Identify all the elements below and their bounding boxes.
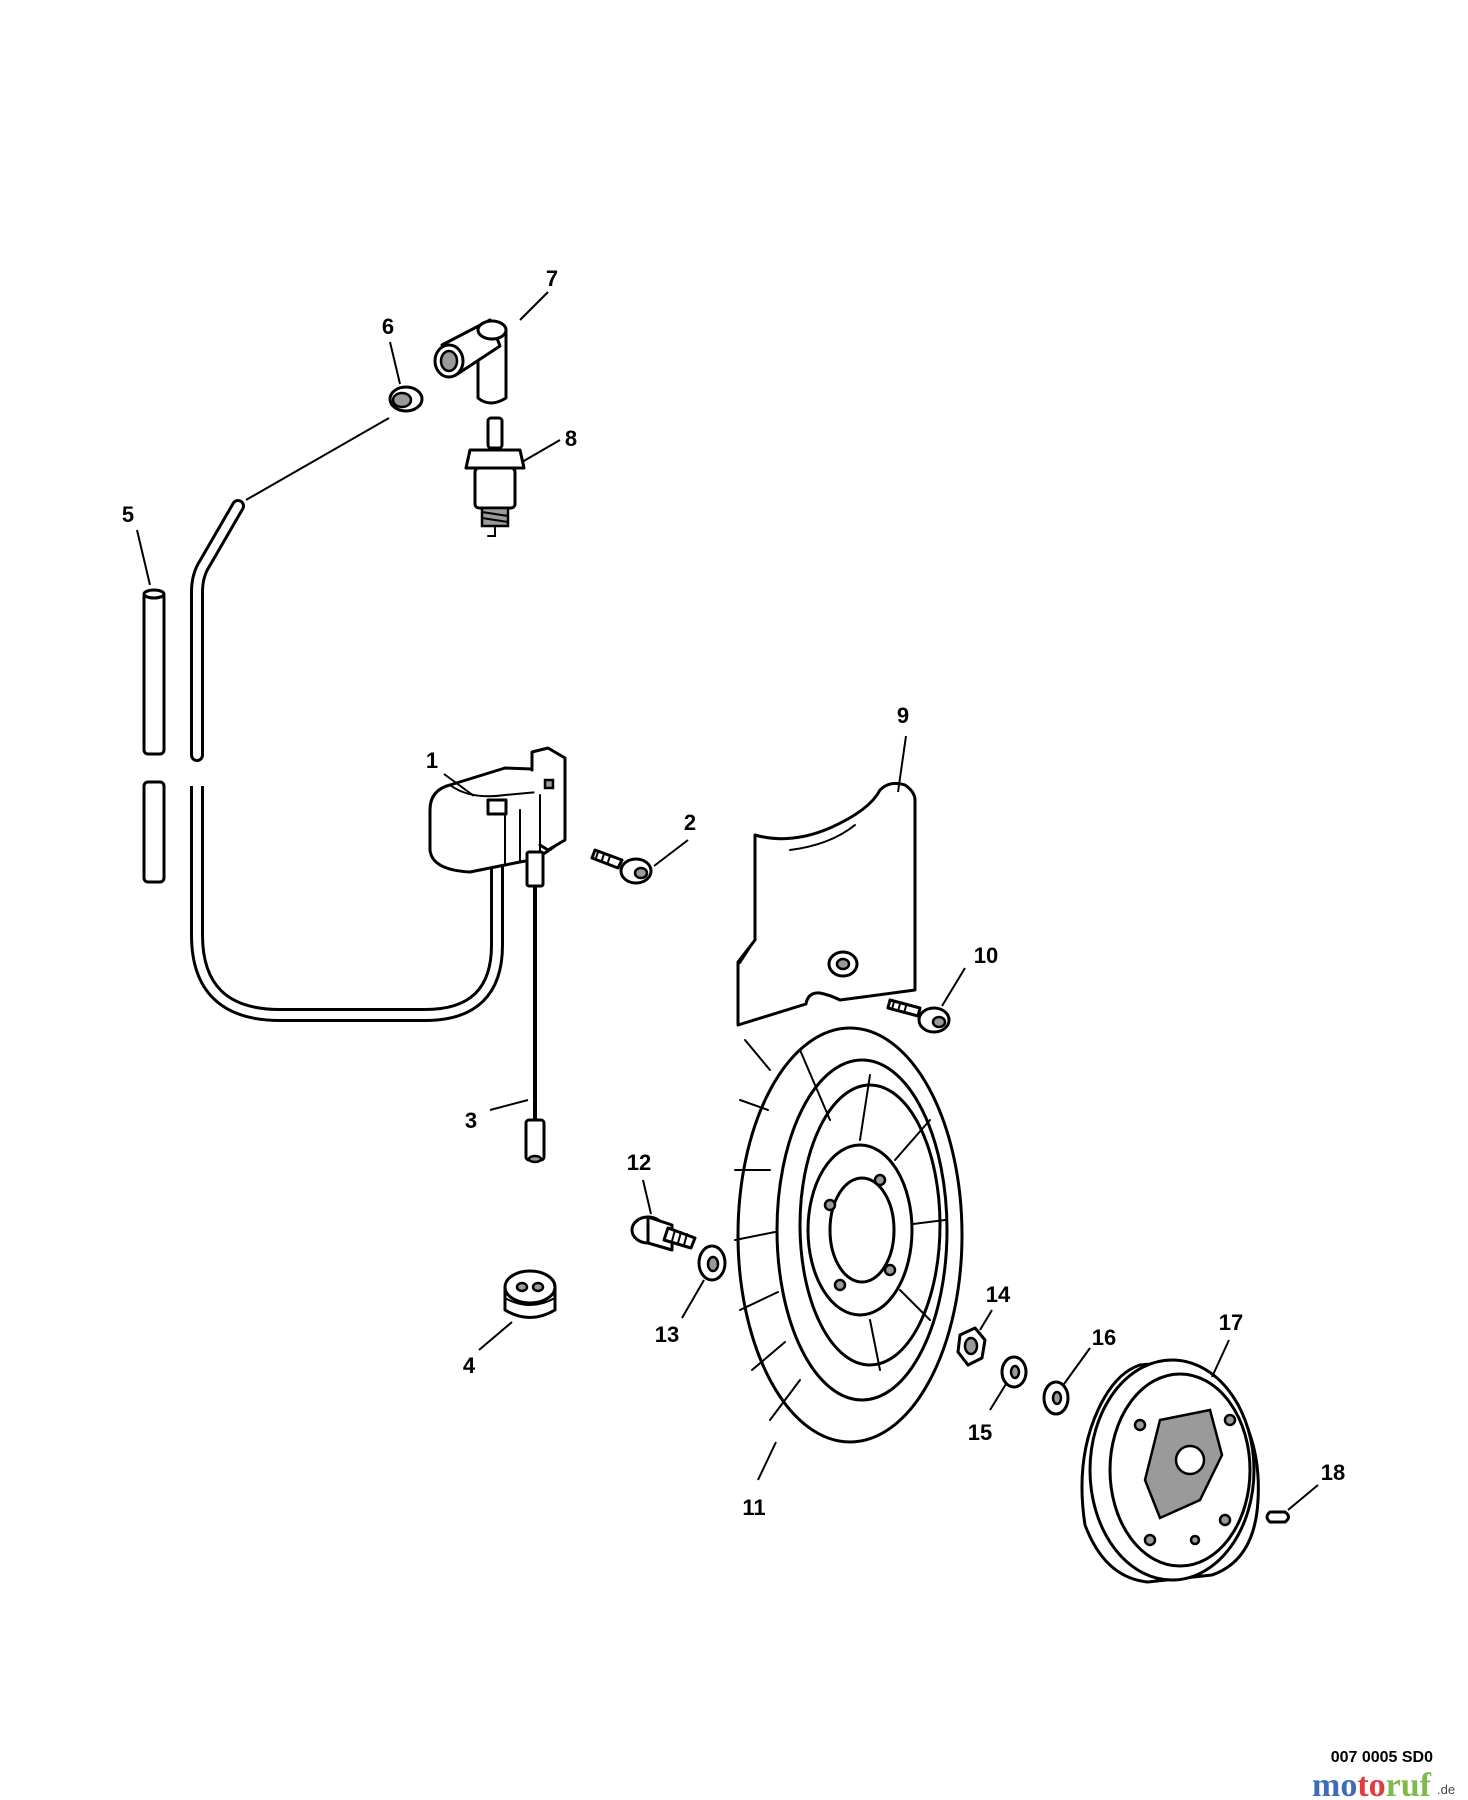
grommet-part-4: [503, 1269, 557, 1319]
callout-1: 1: [426, 748, 438, 773]
callout-6: 6: [382, 314, 394, 339]
callout-12: 12: [627, 1150, 651, 1175]
callout-3: 3: [465, 1108, 477, 1133]
callout-7: 7: [546, 266, 558, 291]
spark-plug-part-8: [464, 416, 526, 537]
callout-labels: 1 2 3 4 5 6 7 8 9 10 11 12 13 14 15 16 1…: [122, 266, 1345, 1520]
callout-16: 16: [1092, 1325, 1116, 1350]
watermark-logo: motoruf .de: [1312, 1767, 1455, 1800]
spark-plug-cap-part-7: [433, 318, 508, 405]
callout-2: 2: [684, 810, 696, 835]
bolt-part-12: [630, 1215, 697, 1252]
fan-pulley-part-11: [734, 1026, 964, 1444]
screw-part-10: [886, 998, 951, 1034]
ignition-coil-part-1: [428, 746, 567, 874]
callout-5: 5: [122, 502, 134, 527]
cover-plate-part-9: [736, 781, 917, 1027]
document-number: 007 0005 SD0: [1331, 1749, 1433, 1766]
washer-part-15: [1000, 1355, 1028, 1389]
callout-18: 18: [1321, 1460, 1345, 1485]
ground-lead-part-3: [524, 850, 546, 1164]
flywheel-part-17: [1080, 1358, 1260, 1584]
watermark-mo: mo: [1312, 1767, 1357, 1800]
callout-17: 17: [1219, 1310, 1243, 1335]
washer-part-13: [697, 1244, 727, 1282]
callout-11: 11: [742, 1495, 765, 1520]
callout-8: 8: [565, 426, 577, 451]
spark-plug-boot-part-6: [388, 385, 424, 413]
leader-lines: [136, 291, 1319, 1511]
watermark-suffix: .de: [1437, 1782, 1455, 1797]
callout-9: 9: [897, 703, 909, 728]
callout-13: 13: [655, 1322, 679, 1347]
watermark-ruf: ruf: [1386, 1767, 1432, 1800]
ignition-wire: [190, 499, 504, 1022]
tube-part-5: [142, 588, 166, 884]
watermark-to: to: [1357, 1767, 1385, 1800]
callout-14: 14: [986, 1282, 1011, 1307]
callout-15: 15: [968, 1420, 992, 1445]
svg-text:motoruf: motoruf: [1312, 1767, 1432, 1800]
nut-part-14: [956, 1326, 987, 1367]
washer-part-16: [1042, 1380, 1070, 1416]
screw-part-2: [590, 848, 653, 885]
callout-10: 10: [974, 943, 998, 968]
callout-4: 4: [463, 1353, 476, 1378]
key-part-18: [1265, 1510, 1290, 1524]
